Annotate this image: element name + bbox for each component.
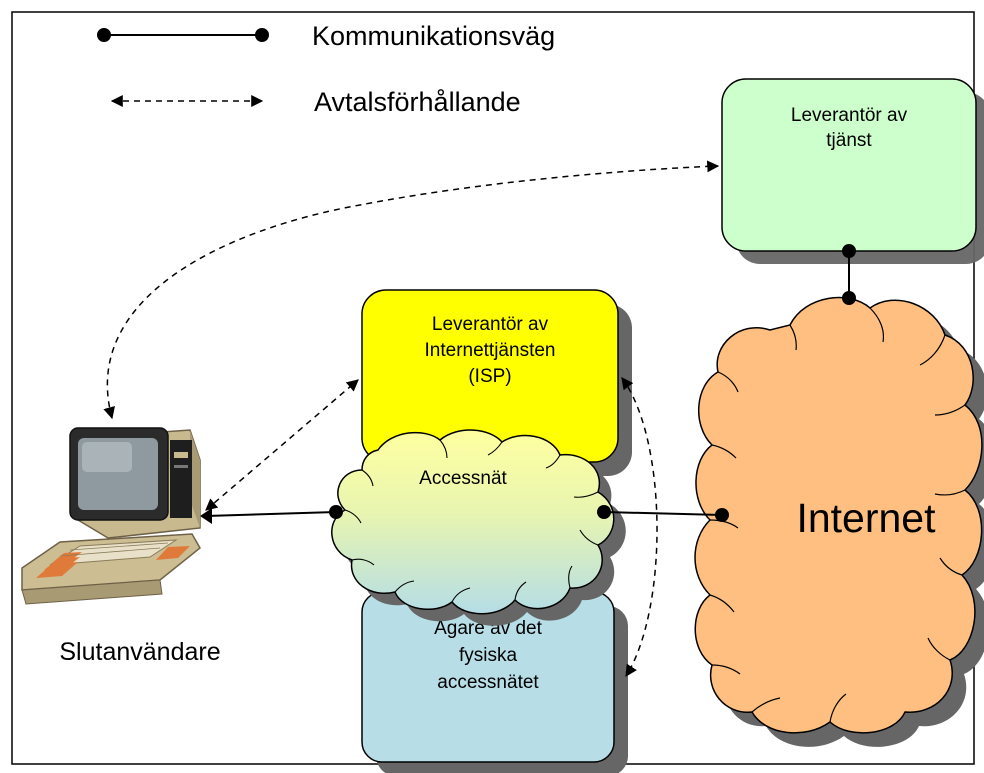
node-dot-internet-top	[842, 291, 856, 305]
isp-label-1: Leverantör av	[432, 314, 549, 335]
access-owner-label-3: accessnätet	[437, 672, 539, 693]
link-user-to-access	[205, 511, 337, 517]
service-provider-label-1: Leverantör av	[791, 105, 908, 126]
contract-user-isp	[205, 379, 359, 511]
computer-icon	[21, 427, 201, 605]
node-dot-access-left	[329, 505, 343, 519]
legend-communication-label: Kommunikationsväg	[312, 21, 555, 51]
node-dot-service	[842, 244, 856, 258]
access-network-label: Accessnät	[419, 468, 507, 489]
legend-dot-right	[255, 28, 269, 42]
node-dot-access-right	[597, 505, 611, 519]
communication-links	[200, 244, 856, 524]
contract-relations	[103, 160, 720, 678]
contract-user-service	[103, 160, 720, 420]
legend-contract-label: Avtalsförhållande	[314, 87, 521, 117]
internet-cloud: Internet	[694, 296, 984, 747]
arrowhead-user	[200, 508, 212, 524]
legend-dot-left	[97, 28, 111, 42]
isp-label-3: (ISP)	[468, 366, 511, 387]
service-provider-box: Leverantör av tjänst	[721, 78, 984, 264]
internet-label: Internet	[796, 495, 936, 541]
node-dot-internet-left	[715, 508, 729, 522]
access-network-cloud: Accessnät	[331, 429, 626, 626]
access-owner-label-1: Ägare av det	[434, 618, 542, 639]
legend: Kommunikationsväg Avtalsförhållande	[97, 21, 555, 117]
access-owner-box: Ägare av det fysiska accessnätet	[361, 591, 628, 773]
contract-isp-owner	[621, 377, 658, 678]
access-owner-label-2: fysiska	[459, 645, 518, 666]
end-user-label: Slutanvändare	[59, 638, 220, 666]
service-provider-label-2: tjänst	[826, 130, 872, 151]
isp-label-2: Internettjänsten	[425, 340, 556, 361]
